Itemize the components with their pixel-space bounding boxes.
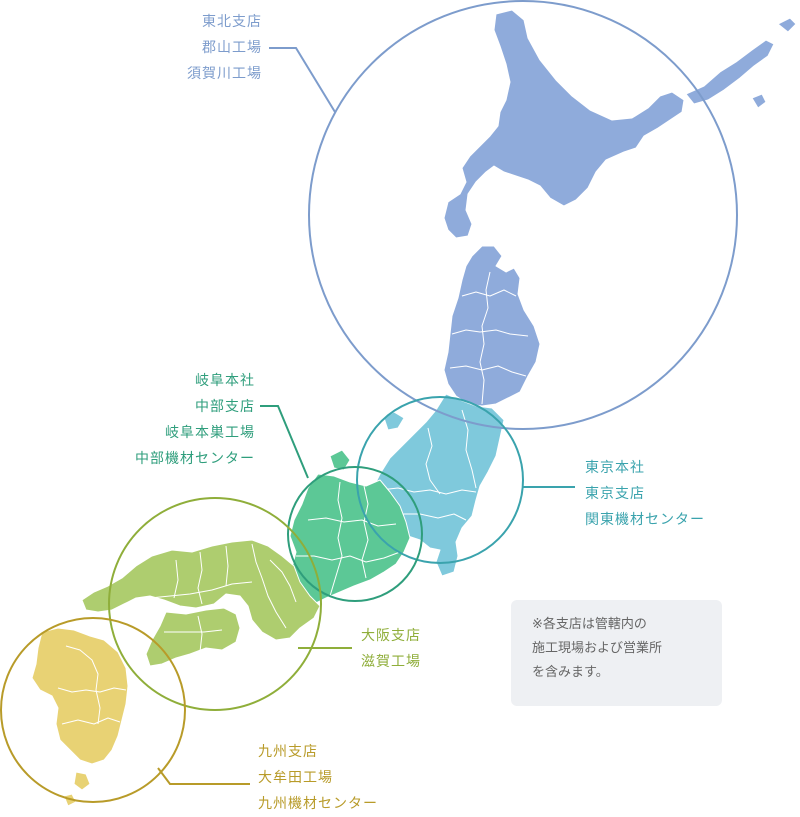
label-tohoku-line: 郡山工場 (202, 40, 262, 56)
note-line: を含みます。 (532, 665, 609, 680)
leader-kyushu (157, 767, 250, 785)
circle-kansai (108, 497, 322, 711)
label-kanto-line: 東京本社 (585, 460, 645, 476)
region-kansai (81, 539, 321, 667)
note-line: ※各支店は管轄内の (532, 617, 647, 632)
circle-kyushu (0, 617, 186, 803)
label-chubu: 岐阜本社 中部支店 岐阜本巣工場 中部機材センター (100, 368, 255, 472)
circle-tohoku (308, 0, 738, 430)
label-kyushu: 九州支店 大牟田工場 九州機材センター (258, 739, 378, 817)
label-kansai-line: 滋賀工場 (361, 654, 421, 670)
label-chubu-line: 中部支店 (195, 399, 255, 415)
label-chubu-line: 中部機材センター (135, 451, 255, 467)
label-kansai: 大阪支店 滋賀工場 (361, 623, 421, 675)
jurisdiction-note: ※各支店は管轄内の 施工現場および営業所 を含みます。 (511, 600, 722, 706)
label-tohoku: 東北支店 郡山工場 須賀川工場 (150, 9, 262, 87)
circle-chubu (287, 466, 423, 602)
label-chubu-line: 岐阜本巣工場 (165, 425, 255, 441)
note-line: 施工現場および営業所 (532, 641, 663, 656)
label-tohoku-line: 須賀川工場 (187, 66, 262, 82)
label-kanto-line: 東京支店 (585, 486, 645, 502)
label-kanto: 東京本社 東京支店 関東機材センター (585, 455, 705, 533)
label-kyushu-line: 大牟田工場 (258, 770, 333, 786)
leader-tohoku (269, 47, 336, 113)
circle-kanto (356, 396, 524, 564)
label-kyushu-line: 九州機材センター (258, 796, 378, 812)
label-tohoku-line: 東北支店 (202, 14, 262, 30)
region-hokkaido (443, 9, 797, 239)
label-kanto-line: 関東機材センター (585, 512, 705, 528)
leader-chubu (260, 405, 309, 479)
region-tohoku (443, 245, 541, 407)
label-kyushu-line: 九州支店 (258, 744, 318, 760)
label-chubu-line: 岐阜本社 (195, 373, 255, 389)
label-kansai-line: 大阪支店 (361, 628, 421, 644)
region-kyushu (31, 627, 129, 807)
